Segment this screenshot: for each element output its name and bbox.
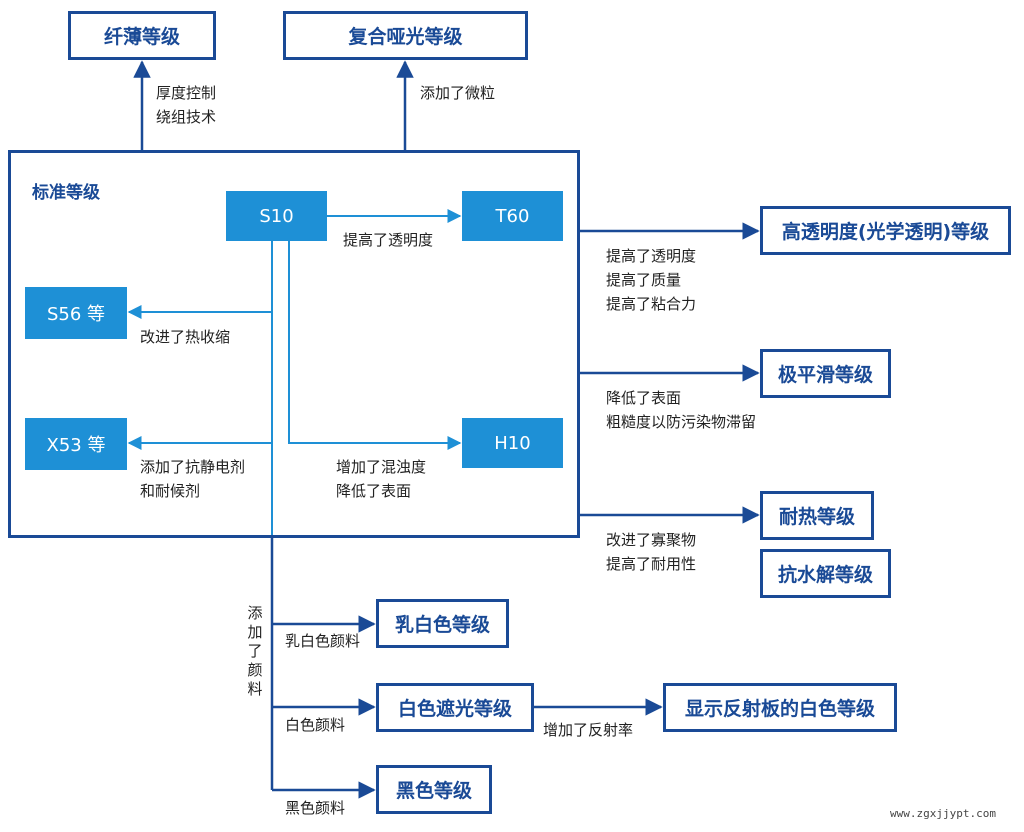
- node-hydrolysis-grade: 抗水解等级: [760, 549, 891, 598]
- label-thickness-line: 厚度控制: [156, 84, 217, 102]
- label-reflectance: 增加了反射率: [543, 721, 634, 739]
- node-milky-grade: 乳白色等级: [376, 599, 509, 648]
- label-white-pigment: 白色颜料: [285, 716, 346, 734]
- label-clarity: 提高了透明度 提高了质量 提高了粘合力: [606, 244, 696, 316]
- standard-grade-title: 标准等级: [32, 183, 100, 203]
- node-high-clarity-grade: 高透明度(光学透明)等级: [760, 206, 1011, 255]
- node-heat-grade: 耐热等级: [760, 491, 874, 540]
- label-antistatic-line: 和耐候剂: [140, 482, 201, 500]
- label-oligomer: 改进了寡聚物 提高了耐用性: [606, 528, 696, 576]
- label-antistatic-line: 添加了抗静电剂: [140, 458, 246, 476]
- node-thin-grade: 纤薄等级: [68, 11, 216, 60]
- label-smooth: 降低了表面 粗糙度以防污染物滞留: [606, 386, 756, 434]
- arrow-to-h10: [288, 241, 462, 450]
- label-oligomer-line: 提高了耐用性: [606, 555, 697, 573]
- label-thickness-line: 绕组技术: [156, 108, 217, 126]
- label-haze-line: 增加了混浊度: [336, 458, 427, 476]
- node-reflective-white-grade: 显示反射板的白色等级: [663, 683, 897, 732]
- label-smooth-line: 降低了表面: [606, 389, 682, 407]
- node-t60: T60: [462, 191, 563, 241]
- label-shrink: 改进了热收缩: [140, 328, 231, 346]
- label-antistatic: 添加了抗静电剂 和耐候剂: [140, 455, 245, 503]
- label-milky-pigment: 乳白色颜料: [285, 632, 361, 650]
- label-haze-line: 降低了表面: [336, 482, 412, 500]
- node-white-opaque-grade: 白色遮光等级: [376, 683, 534, 732]
- node-matte-grade: 复合哑光等级: [283, 11, 528, 60]
- label-smooth-line: 粗糙度以防污染物滞留: [606, 413, 757, 431]
- label-particles: 添加了微粒: [420, 84, 496, 102]
- node-black-grade: 黑色等级: [376, 765, 492, 814]
- node-ultra-smooth-grade: 极平滑等级: [760, 349, 891, 398]
- node-s56: S56 等: [25, 287, 127, 339]
- node-x53: X53 等: [25, 418, 127, 470]
- node-h10: H10: [462, 418, 563, 468]
- standard-grade-frame: [8, 150, 580, 538]
- label-haze: 增加了混浊度 降低了表面: [336, 455, 426, 503]
- node-s10: S10: [226, 191, 327, 241]
- label-clarity-line: 提高了粘合力: [606, 295, 697, 313]
- label-thickness: 厚度控制 绕组技术: [156, 81, 216, 129]
- label-oligomer-line: 改进了寡聚物: [606, 531, 697, 549]
- label-s10-t60: 提高了透明度: [343, 231, 434, 249]
- label-pigment-vertical: 添加了颜料: [247, 604, 263, 698]
- label-clarity-line: 提高了质量: [606, 271, 682, 289]
- watermark: www.zgxjjypt.com: [890, 807, 996, 820]
- label-black-pigment: 黑色颜料: [285, 799, 346, 817]
- label-clarity-line: 提高了透明度: [606, 247, 697, 265]
